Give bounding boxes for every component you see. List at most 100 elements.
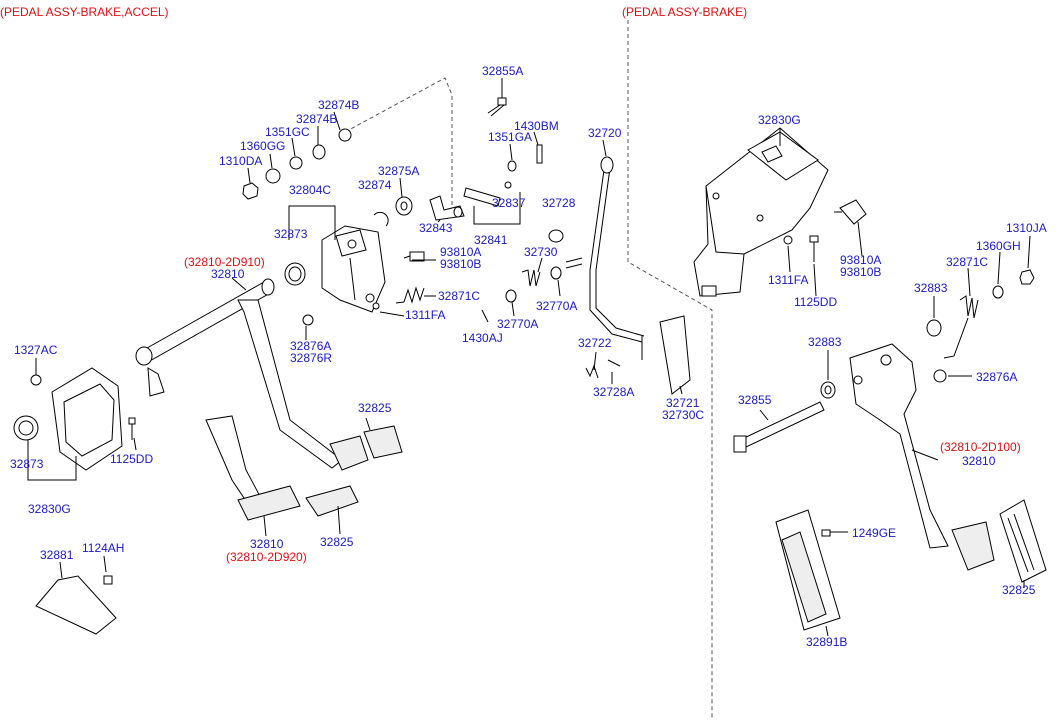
label-32874b: 32874B <box>318 98 359 112</box>
label-32891b: 32891B <box>806 635 847 649</box>
label-32874b: 32874B <box>296 112 337 126</box>
link-32841 <box>463 181 512 207</box>
label-32728a: 32728A <box>593 385 634 399</box>
callout-2d910: (32810-2D910) <box>184 255 265 269</box>
label-1430aj: 1430AJ <box>462 331 503 345</box>
label-1311fa: 1311FA <box>768 273 808 287</box>
label-32874: 32874 <box>358 178 392 192</box>
header-right: (PEDAL ASSY-BRAKE) <box>622 5 747 19</box>
label-32804c: 32804C <box>289 183 331 197</box>
nut-1310ja <box>992 269 1035 299</box>
spring-32730 <box>521 269 541 287</box>
stopper-32876a-right <box>933 369 947 383</box>
label-32810: 32810 <box>962 454 996 468</box>
stopper-32876a <box>302 314 314 326</box>
red-callouts: (32810-2D910) (32810-2D920) (32810-2D100… <box>184 255 1021 564</box>
label-1310ja: 1310JA <box>1006 221 1047 235</box>
pin-1430bm <box>507 144 543 172</box>
snap-ring-32874 <box>373 196 413 227</box>
label-1249ge: 1249GE <box>852 526 896 540</box>
label-1125dd: 1125DD <box>794 295 837 309</box>
label-32855: 32855 <box>738 393 772 407</box>
label-32730c: 32730C <box>662 408 704 422</box>
label-32825: 32825 <box>320 535 354 549</box>
label-32871c: 32871C <box>946 255 988 269</box>
label-93810a: 93810A <box>440 245 481 259</box>
label-32883: 32883 <box>914 281 948 295</box>
bushing-32883 <box>820 319 942 399</box>
label-32837: 32837 <box>492 196 526 210</box>
cap-32728 <box>548 229 564 243</box>
pedal-arm-32810-right <box>849 343 995 571</box>
label-1351ga: 1351GA <box>488 130 532 144</box>
nut-1311fa <box>372 302 380 310</box>
pin-1430aj <box>481 309 489 323</box>
right-pedal-assembly <box>693 127 1047 637</box>
clevis-32843 <box>429 195 465 221</box>
leaders-left <box>27 78 683 579</box>
label-32876r: 32876R <box>290 351 332 365</box>
label-32810: 32810 <box>211 267 245 281</box>
label-1125dd: 1125DD <box>110 452 153 466</box>
label-93810b: 93810B <box>840 265 881 279</box>
fasteners-right <box>783 235 819 262</box>
label-32883: 32883 <box>808 335 842 349</box>
label-32721: 32721 <box>666 396 700 410</box>
label-32770a: 32770A <box>497 317 538 331</box>
leaders-right <box>759 128 1031 637</box>
bracket-32830g-left <box>13 367 136 471</box>
bracket-32804c <box>321 225 386 313</box>
nuts-and-bushings <box>242 128 352 200</box>
label-32876a: 32876A <box>976 370 1017 384</box>
pad-cover-32891b <box>775 509 841 631</box>
label-1124ah: 1124AH <box>82 541 124 555</box>
headers: (PEDAL ASSY-BRAKE,ACCEL) (PEDAL ASSY-BRA… <box>0 5 747 19</box>
label-1310da: 1310DA <box>219 154 262 168</box>
label-32841: 32841 <box>474 233 508 247</box>
spring-32871c-right <box>943 295 979 359</box>
lower-pedal-arm <box>205 415 359 521</box>
bush-32770a <box>505 266 562 303</box>
callout-2d920: (32810-2D920) <box>226 550 307 564</box>
label-32855a: 32855A <box>482 64 523 78</box>
label-93810a: 93810A <box>840 253 881 267</box>
label-1327ac: 1327AC <box>14 343 58 357</box>
spring-32722 <box>585 359 621 379</box>
switch-93810a <box>403 251 425 262</box>
label-32875a: 32875A <box>378 164 419 178</box>
label-32873: 32873 <box>10 457 44 471</box>
label-1360gg: 1360GG <box>240 139 285 153</box>
spring-32871c <box>395 286 425 304</box>
label-32830g: 32830G <box>28 502 71 516</box>
bolt-32855 <box>733 401 825 453</box>
label-32728: 32728 <box>542 196 576 210</box>
section-divider <box>627 20 713 720</box>
bushing-32873 <box>284 262 306 286</box>
accel-pedal-32825 <box>999 499 1047 583</box>
label-32843: 32843 <box>419 221 453 235</box>
label-1351gc: 1351GC <box>265 125 310 139</box>
label-32720: 32720 <box>588 126 622 140</box>
pad-32721 <box>659 315 691 395</box>
bracket-32830g-right <box>693 127 829 297</box>
left-pedal-assembly <box>13 77 691 635</box>
label-93810b: 93810B <box>440 257 481 271</box>
bolt-32855a <box>487 97 507 117</box>
label-32810: 32810 <box>250 537 284 551</box>
label-32876a: 32876A <box>290 339 331 353</box>
label-1360gh: 1360GH <box>976 239 1021 253</box>
label-32873: 32873 <box>274 227 308 241</box>
header-left: (PEDAL ASSY-BRAKE,ACCEL) <box>0 5 169 19</box>
label-32770a: 32770A <box>536 299 577 313</box>
label-32830g: 32830G <box>758 113 801 127</box>
label-32722: 32722 <box>578 336 612 350</box>
label-32825: 32825 <box>358 401 392 415</box>
label-1311fa: 1311FA <box>405 308 445 322</box>
stub-32730 <box>565 257 583 269</box>
switch-93810a-right <box>834 199 867 225</box>
label-32825: 32825 <box>1002 583 1036 597</box>
label-32730: 32730 <box>524 245 558 259</box>
part-number-labels: 32855A 32874B 32874B 1351GC 1360GG 1310D… <box>10 64 1047 649</box>
label-32881: 32881 <box>40 548 74 562</box>
